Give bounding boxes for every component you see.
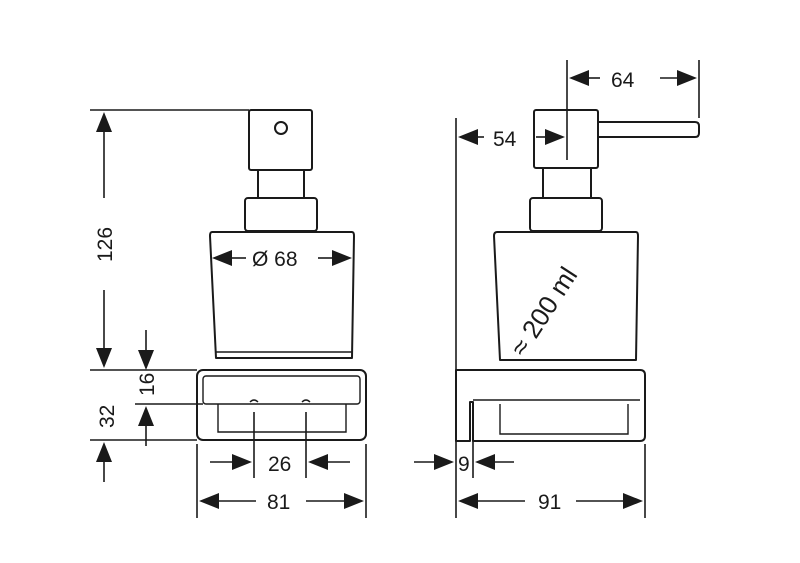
dim-26-label: 26 xyxy=(268,453,291,476)
bottle-side xyxy=(493,231,639,361)
dim-height-32: 32 xyxy=(90,405,197,482)
dim-54-label: 54 xyxy=(493,128,517,151)
bottle-front xyxy=(209,231,355,359)
dim-32-label: 32 xyxy=(96,405,119,428)
pump-stem-front xyxy=(257,169,305,199)
dim-diameter-68: Ø 68 xyxy=(212,248,352,271)
holder-side xyxy=(455,369,646,442)
dim-64-label: 64 xyxy=(611,69,635,92)
pump-stem-side xyxy=(542,167,592,199)
pump-head-front xyxy=(248,109,313,171)
dim-16-label: 16 xyxy=(136,373,159,396)
pump-collar-side xyxy=(529,197,603,232)
capacity-label: ≈ 200 ml xyxy=(504,261,583,361)
dim-height-16: 16 xyxy=(135,330,203,446)
dim-reach-64: 64 xyxy=(566,60,700,160)
pump-collar-front xyxy=(244,197,318,232)
dim-offset-54: 54 xyxy=(455,118,565,370)
dim-126-label: 126 xyxy=(94,227,117,262)
pump-nozzle-hole xyxy=(274,121,288,135)
dim-91-label: 91 xyxy=(538,491,561,514)
dim-68-label: Ø 68 xyxy=(252,248,298,271)
dim-width-81: 81 xyxy=(196,444,367,518)
holder-front xyxy=(196,369,367,441)
dim-9-label: 9 xyxy=(458,453,470,476)
dim-depth-91: 91 xyxy=(458,444,646,518)
side-view xyxy=(455,109,700,442)
front-view xyxy=(196,109,367,441)
pump-head-side xyxy=(533,109,599,169)
holder-inner-front xyxy=(202,375,361,405)
dim-81-label: 81 xyxy=(267,491,290,514)
dim-plate-9: 9 xyxy=(414,441,514,518)
dim-height-126: 126 xyxy=(90,109,249,371)
pump-spout-side xyxy=(597,121,700,138)
dim-width-26: 26 xyxy=(210,412,350,478)
